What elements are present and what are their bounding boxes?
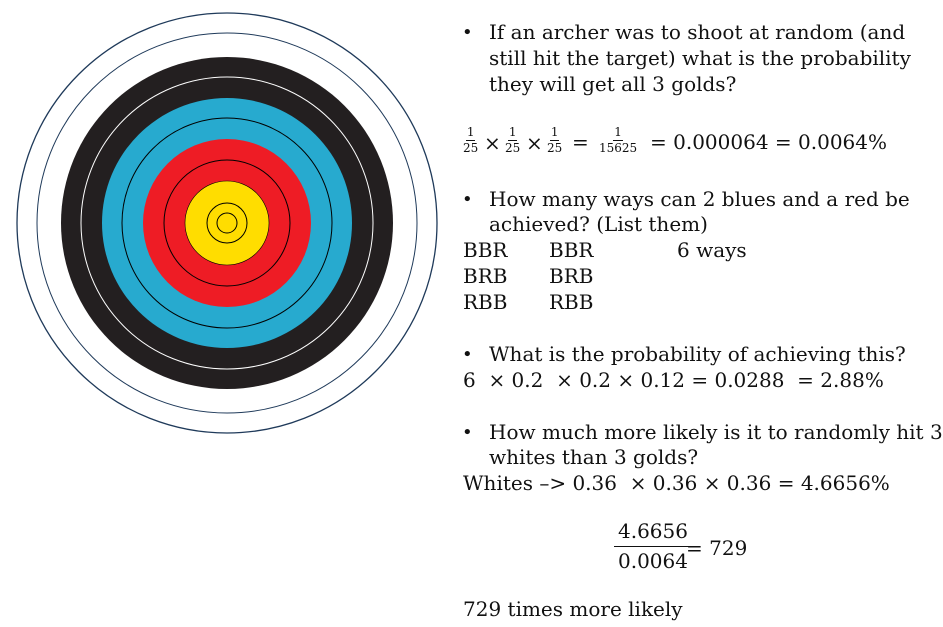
q4-whites-calc: Whites –> 0.36 × 0.36 × 0.36 = 4.6656% — [463, 471, 890, 495]
q2-line-2: achieved? (List them) — [489, 212, 708, 236]
q2-line-1: How many ways can 2 blues and a red be — [489, 187, 910, 211]
q1-fraction-2-den: 25 — [505, 141, 521, 155]
q2-ways-count: 6 ways — [677, 238, 747, 262]
q1-fraction-3: 1 25 — [547, 126, 562, 155]
q4-line-2: whites than 3 golds? — [489, 445, 699, 469]
q1-line-3: they will get all 3 golds? — [489, 72, 737, 96]
q3-answer: 6 × 0.2 × 0.2 × 0.12 = 0.0288 = 2.88% — [463, 368, 884, 392]
q2-col2-item-1: BBR — [549, 238, 594, 262]
q1-result-den: 15625 — [599, 141, 638, 155]
q1-fraction-2-num: 1 — [507, 125, 518, 141]
q2-col1-item-2: BRB — [463, 264, 508, 288]
q1-fraction-2: 1 25 — [505, 126, 520, 155]
q1-result-num: 1 — [613, 125, 623, 141]
q2-col2-item-2: BRB — [549, 264, 594, 288]
target-gold-zone — [184, 180, 270, 266]
q1-equals: = — [572, 130, 589, 154]
q2-bullet: • — [462, 189, 473, 210]
q3-line-1: What is the probability of achieving thi… — [489, 342, 906, 366]
q1-line-1: If an archer was to shoot at random (and — [489, 20, 906, 44]
q1-line-2: still hit the target) what is the probab… — [489, 46, 911, 70]
archery-target — [16, 12, 438, 434]
target-border-ring — [16, 12, 438, 434]
q1-fraction-1-den: 25 — [463, 141, 479, 155]
target-blue-ring-line — [121, 117, 333, 329]
target-white-ring-line — [36, 32, 418, 414]
q1-result-fraction: 1 15625 — [599, 126, 637, 155]
q2-col2-item-3: RBB — [549, 290, 594, 314]
q4-bullet: • — [462, 422, 473, 443]
q4-line-1: How much more likely is it to randomly h… — [489, 420, 943, 444]
q2-col1-item-1: BBR — [463, 238, 508, 262]
q1-fraction-3-num: 1 — [549, 125, 560, 141]
target-black-ring-line — [80, 76, 374, 370]
q4-ratio-den: 0.0064 — [618, 549, 688, 573]
q3-bullet: • — [462, 344, 473, 365]
q1-fraction-1: 1 25 — [463, 126, 478, 155]
q4-ratio-fraction: 4.6656 0.0064 — [614, 519, 692, 574]
q1-fraction-1-num: 1 — [465, 125, 476, 141]
q1-times-1: × — [484, 131, 501, 155]
q2-col1-item-3: RBB — [463, 290, 508, 314]
target-red-ring-line — [163, 159, 291, 287]
q4-conclusion: 729 times more likely — [463, 597, 683, 621]
q4-ratio-num: 4.6656 — [614, 519, 692, 547]
q1-result-tail: = 0.000064 = 0.0064% — [650, 130, 888, 154]
q4-ratio-result: = 729 — [686, 536, 748, 560]
target-inner-ten — [216, 212, 238, 234]
q1-bullet: • — [462, 22, 473, 43]
q1-fraction-3-den: 25 — [547, 141, 563, 155]
q1-times-2: × — [526, 131, 543, 155]
target-gold-ring-line — [206, 202, 248, 244]
